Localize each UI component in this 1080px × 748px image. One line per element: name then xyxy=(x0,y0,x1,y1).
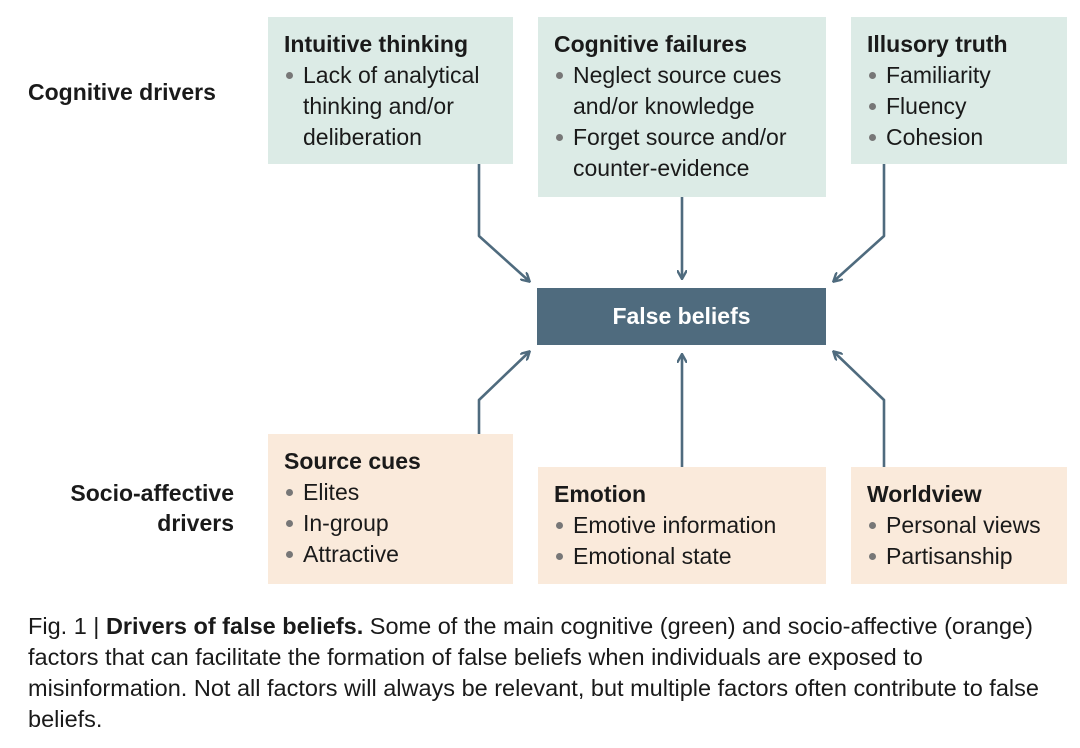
figure-title: Drivers of false beliefs. xyxy=(105,613,364,639)
bullet-icon xyxy=(286,72,293,79)
arrow-illusory-to-beliefs xyxy=(834,164,886,281)
worldview-list: Personal views Partisanship xyxy=(867,510,1053,572)
cognitive-failures-list: Neglect source cues and/or knowledge For… xyxy=(554,60,812,184)
illusory-truth-list: Familiarity Fluency Cohesion xyxy=(867,60,1053,153)
figure-description: Some of the main cognitive (green) and s… xyxy=(28,613,1039,732)
item-text: deliberation xyxy=(303,124,422,150)
box-title: Worldview xyxy=(867,481,982,507)
socio-affective-line2: drivers xyxy=(157,510,234,536)
arrow-source-to-beliefs xyxy=(477,352,529,434)
item-text: Emotional state xyxy=(573,543,732,569)
worldview-box: Worldview Personal views Partisanship xyxy=(851,467,1067,584)
box-title: Illusory truth xyxy=(867,31,1008,57)
list-item-continuation: thinking and/or xyxy=(284,91,499,122)
box-title: Cognitive failures xyxy=(554,31,747,57)
item-text: thinking and/or xyxy=(303,93,454,119)
bullet-icon xyxy=(869,522,876,529)
list-item: Neglect source cues xyxy=(554,60,812,91)
list-item: Elites xyxy=(284,477,499,508)
arrow-worldview-to-beliefs xyxy=(834,352,886,467)
box-title: Source cues xyxy=(284,448,421,474)
item-text: Familiarity xyxy=(886,62,991,88)
item-text: In-group xyxy=(303,510,389,536)
cognitive-drivers-label: Cognitive drivers xyxy=(28,77,216,107)
illusory-truth-box: Illusory truth Familiarity Fluency Cohes… xyxy=(851,17,1067,164)
cognitive-failures-box: Cognitive failures Neglect source cues a… xyxy=(538,17,826,197)
list-item-continuation: and/or knowledge xyxy=(554,91,812,122)
socio-affective-drivers-label: Socio-affective drivers xyxy=(70,478,234,538)
list-item: Cohesion xyxy=(867,122,1053,153)
emotion-box: Emotion Emotive information Emotional st… xyxy=(538,467,826,584)
bullet-icon xyxy=(869,134,876,141)
bullet-icon xyxy=(869,72,876,79)
figure-caption: Fig. 1 | Drivers of false beliefs. Some … xyxy=(28,611,1058,735)
socio-affective-line1: Socio-affective xyxy=(70,480,234,506)
item-text: Partisanship xyxy=(886,543,1013,569)
list-item: Partisanship xyxy=(867,541,1053,572)
list-item: Fluency xyxy=(867,91,1053,122)
bullet-icon xyxy=(286,520,293,527)
source-cues-list: Elites In-group Attractive xyxy=(284,477,499,570)
item-text: Emotive information xyxy=(573,512,777,538)
item-text: Neglect source cues xyxy=(573,62,782,88)
item-text: Lack of analytical xyxy=(303,62,480,88)
bullet-icon xyxy=(556,134,563,141)
bullet-icon xyxy=(556,522,563,529)
item-text: Cohesion xyxy=(886,124,984,150)
list-item: In-group xyxy=(284,508,499,539)
cognitive-drivers-text: Cognitive drivers xyxy=(28,79,216,105)
bullet-icon xyxy=(869,553,876,560)
bullet-icon xyxy=(556,553,563,560)
bullet-icon xyxy=(869,103,876,110)
list-item: Emotive information xyxy=(554,510,812,541)
bullet-icon xyxy=(286,489,293,496)
false-beliefs-label: False beliefs xyxy=(612,303,751,329)
item-text: counter-evidence xyxy=(573,155,750,181)
list-item: Lack of analytical xyxy=(284,60,499,91)
list-item-continuation: counter-evidence xyxy=(554,153,812,184)
item-text: Forget source and/or xyxy=(573,124,787,150)
list-item: Forget source and/or xyxy=(554,122,812,153)
item-text: Elites xyxy=(303,479,360,505)
list-item: Familiarity xyxy=(867,60,1053,91)
box-title: Emotion xyxy=(554,481,646,507)
emotion-list: Emotive information Emotional state xyxy=(554,510,812,572)
intuitive-thinking-list: Lack of analytical thinking and/or delib… xyxy=(284,60,499,153)
list-item: Emotional state xyxy=(554,541,812,572)
list-item: Attractive xyxy=(284,539,499,570)
figure-number: Fig. 1 | xyxy=(28,613,106,639)
list-item: Personal views xyxy=(867,510,1053,541)
item-text: Fluency xyxy=(886,93,967,119)
item-text: Attractive xyxy=(303,541,399,567)
bullet-icon xyxy=(286,551,293,558)
item-text: and/or knowledge xyxy=(573,93,755,119)
source-cues-box: Source cues Elites In-group Attractive xyxy=(268,434,513,584)
box-title: Intuitive thinking xyxy=(284,31,468,57)
list-item-continuation: deliberation xyxy=(284,122,499,153)
bullet-icon xyxy=(556,72,563,79)
connector-arrows xyxy=(477,164,886,467)
intuitive-thinking-box: Intuitive thinking Lack of analytical th… xyxy=(268,17,513,164)
false-beliefs-box: False beliefs xyxy=(537,288,826,345)
arrow-intuitive-to-beliefs xyxy=(477,164,529,281)
item-text: Personal views xyxy=(886,512,1041,538)
